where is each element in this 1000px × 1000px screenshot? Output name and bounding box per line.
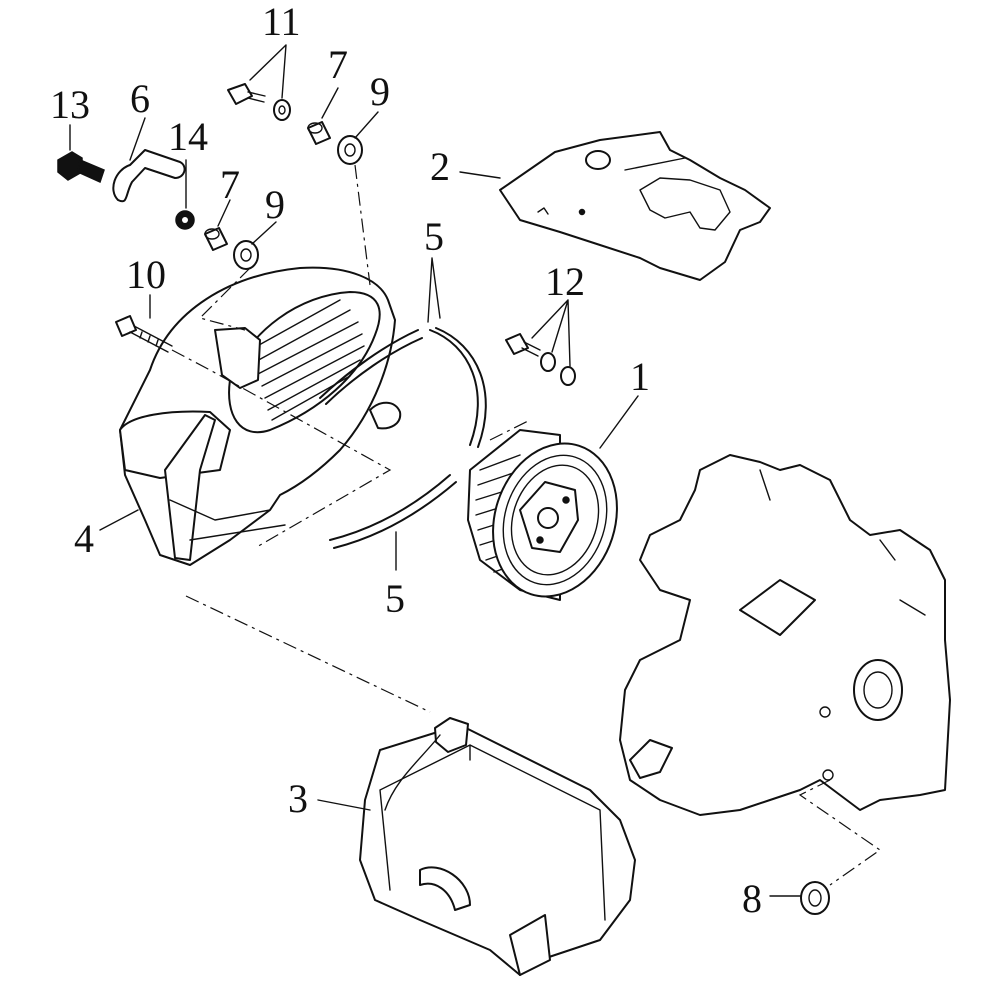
callout-12: 12	[545, 259, 585, 304]
part-1-flywheel-fan	[467, 429, 618, 601]
callout-13: 13	[50, 82, 90, 127]
callout-4: 4	[74, 516, 94, 561]
leader-lines	[69, 44, 801, 897]
part-4-fan-shroud	[119, 266, 402, 566]
assembly-guide-lines	[171, 164, 882, 886]
part-9-rubber-mount-upper	[337, 135, 363, 165]
callout-9-lower: 9	[265, 182, 285, 227]
part-7-collar-lower	[204, 227, 228, 251]
part-8-plug	[800, 881, 830, 915]
callout-10: 10	[126, 252, 166, 297]
callout-8: 8	[742, 876, 762, 921]
callout-5-lower: 5	[385, 576, 405, 621]
callout-14: 14	[168, 114, 208, 159]
part-12-screw-washers	[505, 333, 576, 386]
callout-5-upper: 5	[424, 214, 444, 259]
part-2-shield-plate	[499, 131, 771, 281]
callout-11: 11	[262, 0, 301, 44]
callout-6: 6	[130, 76, 150, 121]
callout-7-upper: 7	[328, 42, 348, 87]
part-10-screw	[115, 315, 173, 353]
part-9-rubber-mount-lower	[233, 240, 259, 270]
callout-1: 1	[630, 354, 650, 399]
part-6-wire-clip	[112, 149, 186, 203]
callout-7-lower: 7	[220, 162, 240, 207]
callout-3: 3	[288, 776, 308, 821]
callout-labels: 11 7 9 13 6 14 7 9 2 5 10 12 1 4 5 3 8	[50, 0, 762, 921]
part-7-collar-upper	[307, 121, 331, 145]
callout-2: 2	[430, 144, 450, 189]
engine-crankcase	[619, 454, 951, 816]
part-13-bolt	[57, 151, 105, 184]
part-5-hoses	[319, 327, 487, 549]
part-14-grommet	[175, 210, 195, 230]
part-3-cooling-cover	[359, 717, 636, 976]
callout-9-upper: 9	[370, 69, 390, 114]
part-11-screw-washer	[227, 83, 291, 121]
